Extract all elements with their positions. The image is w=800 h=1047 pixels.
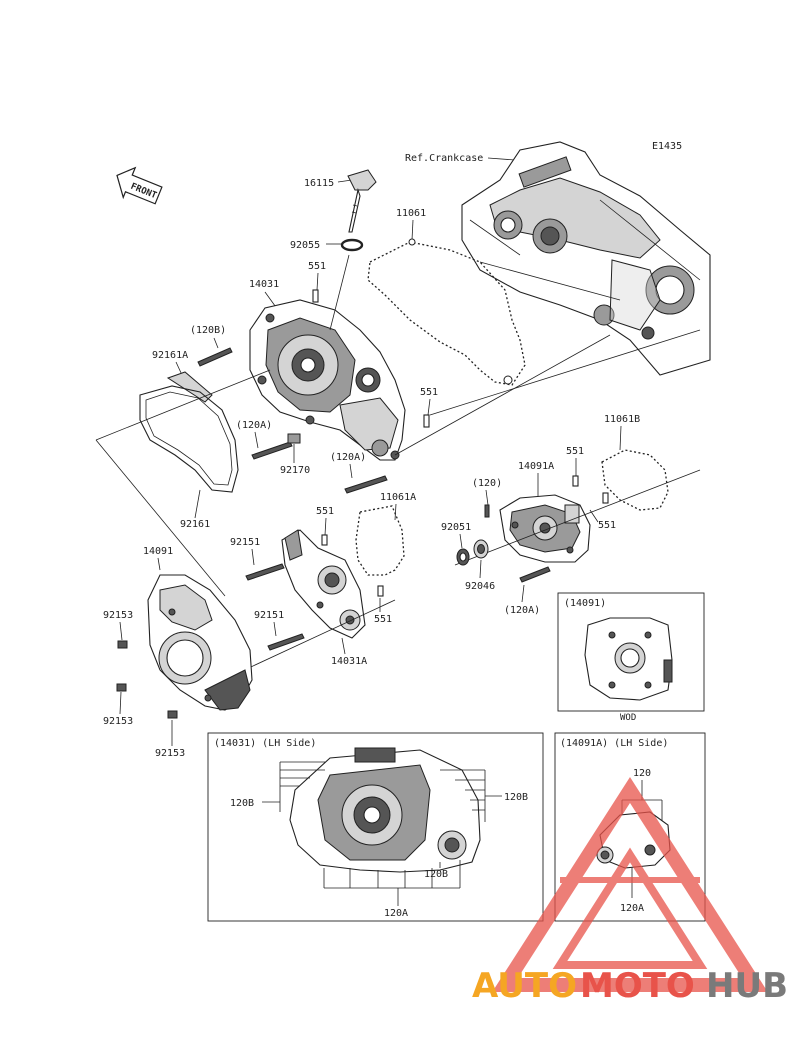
- inset-14031-label-120B-bottom: 120B: [424, 869, 448, 880]
- callout-92055: 92055: [290, 240, 320, 251]
- inset-14091-title: (14091): [564, 598, 606, 609]
- trim-92161A: [166, 371, 213, 403]
- callout-11061B: 11061B: [604, 414, 640, 425]
- bolt-92151: [245, 563, 285, 581]
- inset-14031-label-120A: 120A: [384, 908, 408, 919]
- callout-92151-b: 92151: [254, 610, 284, 621]
- callout-120A-b: (120A): [330, 452, 366, 463]
- bolt-120: [484, 504, 490, 518]
- cover-14091A: [499, 494, 591, 563]
- callout-92170: 92170: [280, 465, 310, 476]
- callout-551-c: 551: [566, 446, 584, 457]
- callout-92153-c: 92153: [155, 748, 185, 759]
- inset-14031-lh: (14031) (LH Side) 120B 120B 120A 120B: [207, 732, 544, 922]
- watermark-text: AUTO MOTO HUB: [472, 966, 788, 1006]
- watermark-logo: [492, 777, 768, 992]
- clutch-cover-14031: [249, 299, 406, 461]
- dowel-pin: [312, 289, 319, 303]
- outer-cover-14091: [147, 574, 253, 711]
- diagram-code: E1435: [652, 141, 682, 152]
- inset-14031-title: (14031) (LH Side): [214, 738, 316, 749]
- callout-551-f: 551: [374, 614, 392, 625]
- screw-92153: [116, 683, 127, 692]
- screw-92153: [117, 640, 128, 649]
- callout-551-d: 551: [598, 520, 616, 531]
- crankcase-illustration: [461, 141, 711, 376]
- inset-14091: (14091) WOD: [557, 592, 705, 723]
- dowel-pin: [572, 475, 579, 487]
- inset-14091A-label-120A: 120A: [620, 903, 644, 914]
- bolt-92151: [267, 633, 305, 651]
- callout-551-e: 551: [316, 506, 334, 517]
- inset-14091-note: WOD: [620, 713, 636, 723]
- callout-14091A: 14091A: [518, 461, 554, 472]
- callout-120A-c: (120A): [504, 605, 540, 616]
- inset-14091A-title: (14091A) (LH Side): [560, 738, 668, 749]
- callout-14031A: 14031A: [331, 656, 367, 667]
- callout-14031: 14031: [249, 279, 279, 290]
- inset-14031-label-120B-right: 120B: [504, 792, 528, 803]
- callout-551-b: 551: [420, 387, 438, 398]
- callout-92046: 92046: [465, 581, 495, 592]
- front-arrow-icon: FRONT: [116, 166, 163, 205]
- gasket-11061B: [601, 449, 669, 511]
- gasket-11061: [367, 241, 526, 386]
- callout-92151-a: 92151: [230, 537, 260, 548]
- callout-120B-top: (120B): [190, 325, 226, 336]
- dowel-pin: [423, 414, 430, 428]
- callout-11061: 11061: [396, 208, 426, 219]
- inset-14091A-lh: (14091A) (LH Side) 120 120A: [554, 732, 706, 922]
- clamp-92170: [287, 433, 301, 444]
- callout-14091: 14091: [143, 546, 173, 557]
- dowel-pin: [321, 534, 328, 546]
- callout-92153-b: 92153: [103, 716, 133, 727]
- callout-120A-a: (120A): [236, 420, 272, 431]
- callout-11061A: 11061A: [380, 492, 416, 503]
- bolt-120A: [344, 475, 388, 494]
- o-ring-part: [340, 238, 364, 252]
- bolt-120B: [197, 347, 233, 367]
- callout-120: (120): [472, 478, 502, 489]
- watermark-hub: HUB: [706, 966, 788, 1006]
- watermark-moto: MOTO: [580, 966, 695, 1006]
- bolt-120A: [519, 566, 551, 583]
- dowel-pin: [602, 492, 609, 504]
- callout-92051: 92051: [441, 522, 471, 533]
- trim-gasket-92161: [139, 385, 239, 493]
- callout-92161A: 92161A: [152, 350, 188, 361]
- callout-551-a: 551: [308, 261, 326, 272]
- dowel-pin: [377, 585, 384, 597]
- ref-crankcase-label: Ref.Crankcase: [405, 153, 483, 164]
- pump-cover-14031A: [281, 529, 366, 639]
- gasket-11061A: [355, 505, 405, 576]
- inset-14031-label-120B-left: 120B: [230, 798, 254, 809]
- inset-14091A-label-120: 120: [633, 768, 651, 779]
- dipstick-part: [347, 169, 377, 233]
- callout-92161: 92161: [180, 519, 210, 530]
- watermark-auto: AUTO: [472, 966, 577, 1006]
- callout-92153-a: 92153: [103, 610, 133, 621]
- screw-92153: [167, 710, 178, 719]
- callout-16115: 16115: [304, 178, 334, 189]
- bolt-120A: [251, 441, 293, 460]
